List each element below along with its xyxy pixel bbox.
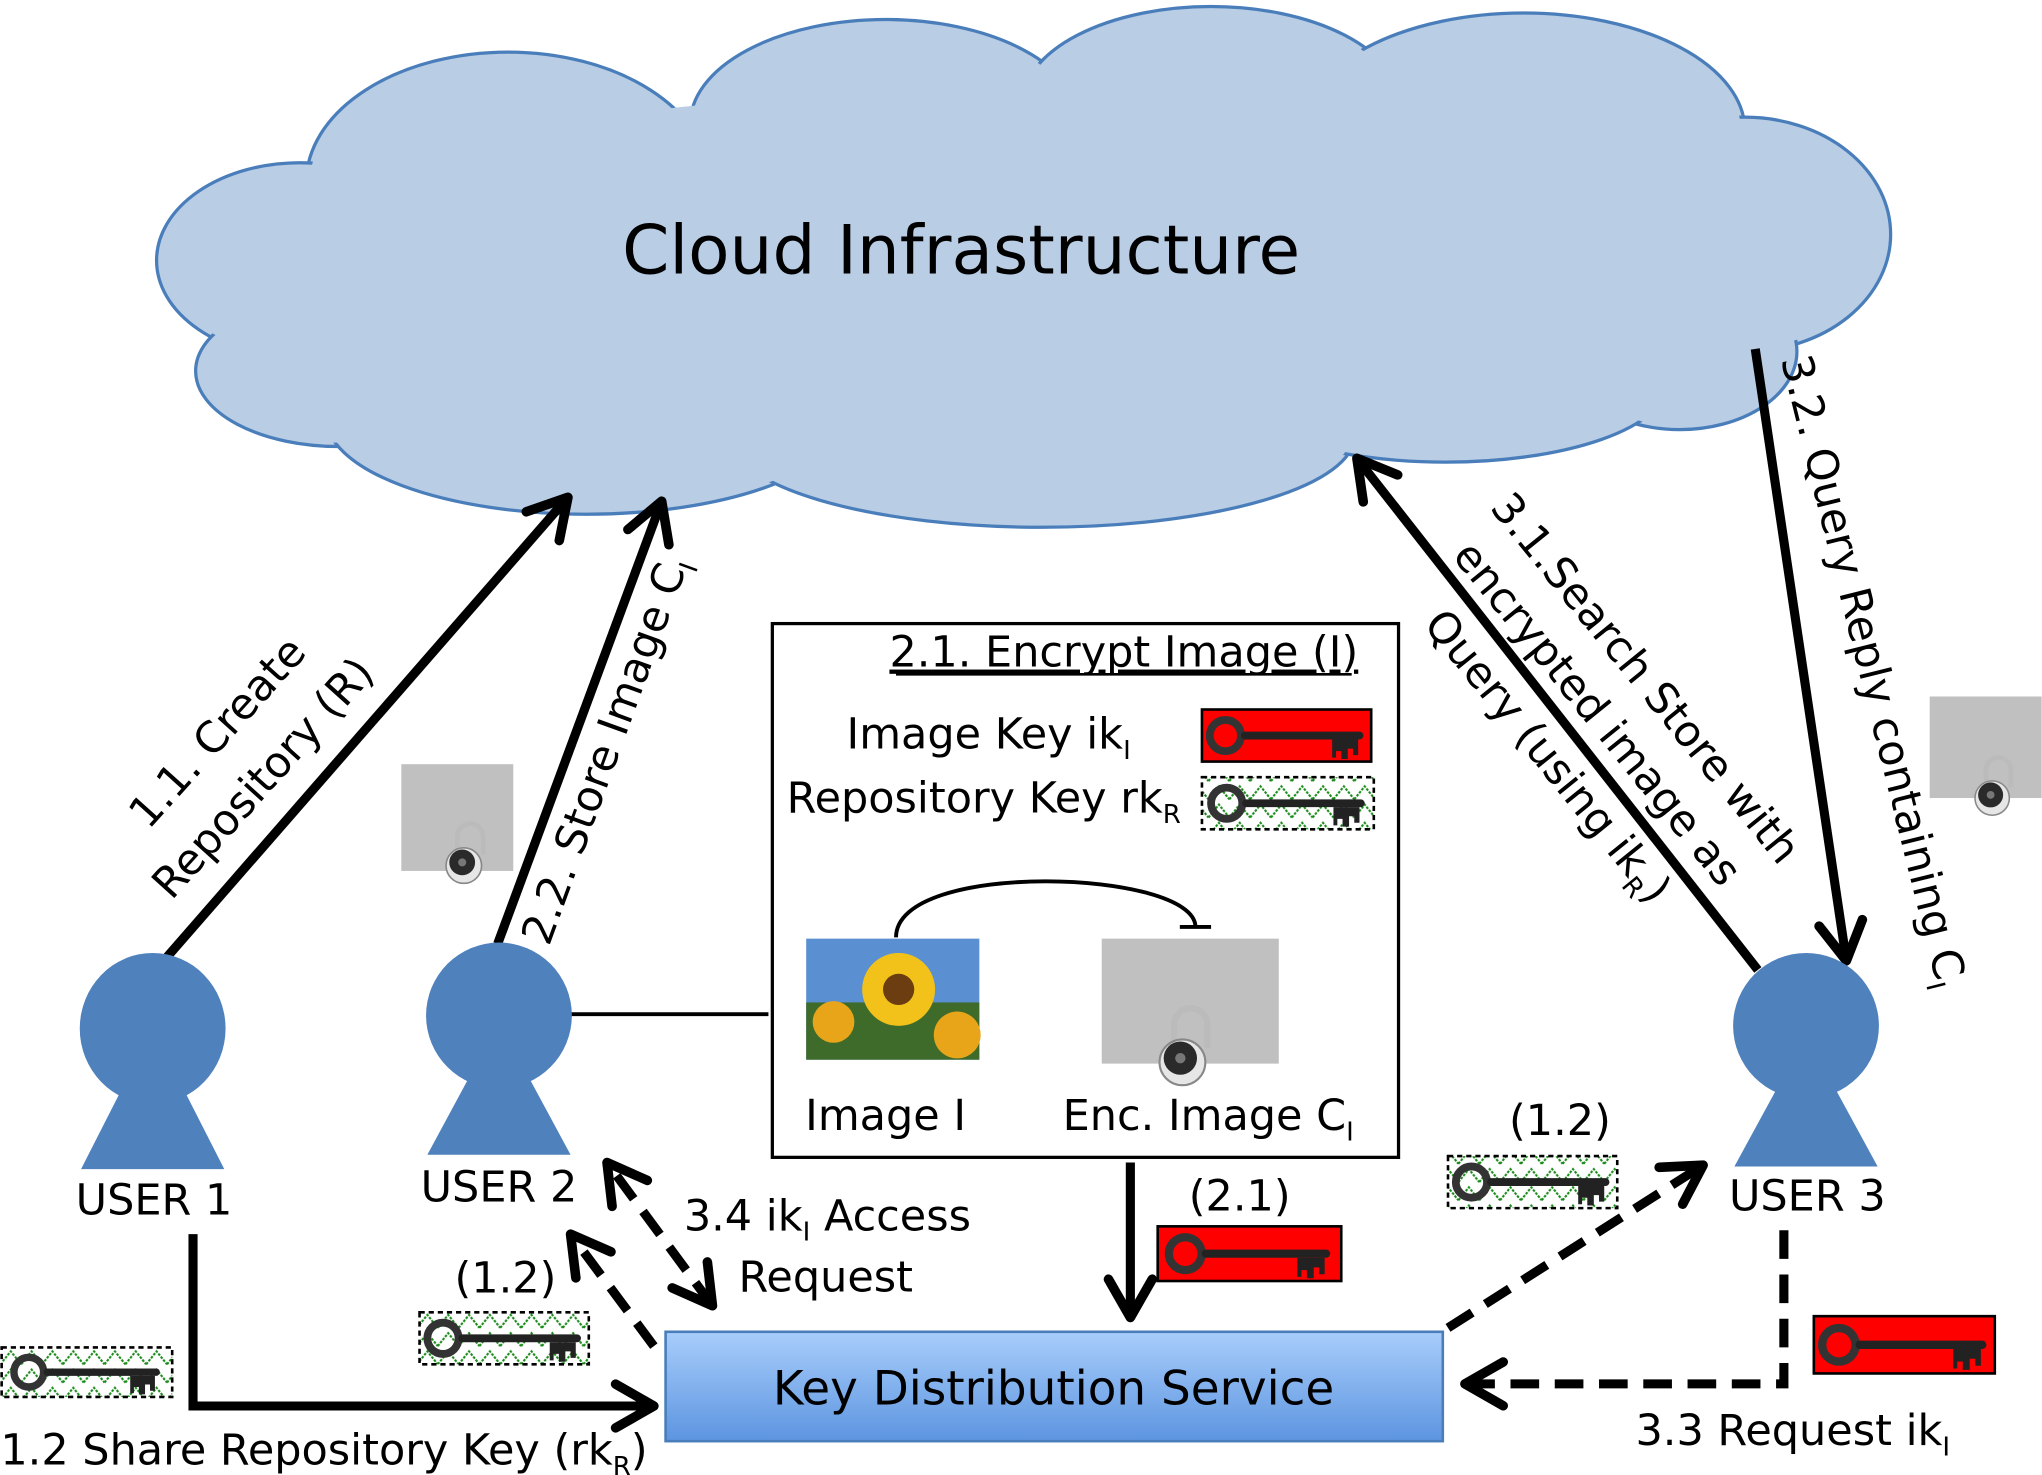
arrow-search-store	[1352, 453, 1762, 973]
padlock-user3	[1929, 696, 2042, 815]
tag-kds: (2.1)	[1189, 1172, 1291, 1222]
image-key-user3	[1812, 1314, 1997, 1375]
image-label: Image I	[805, 1091, 966, 1141]
tag-user2: (1.2)	[455, 1254, 557, 1304]
user-2[interactable]	[426, 942, 572, 1155]
store-label: 2.2. Store Image CI	[512, 550, 705, 953]
arrow-kds-to-user3	[1445, 1160, 1708, 1332]
repo-key-user1	[0, 1346, 174, 1399]
user-3-label: USER 3	[1729, 1172, 1886, 1222]
repo-key-user3	[1446, 1154, 1619, 1210]
user-3[interactable]	[1733, 952, 1879, 1167]
encrypt-box-title: 2.1. Encrypt Image (I)	[889, 628, 1358, 678]
image-key-icon	[1200, 708, 1373, 763]
image-key-label: Image Key ikI	[847, 710, 1131, 766]
sunflower-image	[806, 938, 981, 1060]
tag-user3: (1.2)	[1509, 1096, 1611, 1146]
arrows	[155, 348, 1868, 1433]
arrow-query-reply	[1750, 348, 1868, 966]
enc-image-label: Enc. Image CI	[1063, 1091, 1354, 1147]
cloud-label: Cloud Infrastructure	[622, 210, 1300, 289]
arrow-request-ik	[1460, 1230, 1789, 1411]
kds-label: Key Distribution Service	[773, 1363, 1334, 1417]
access-label-1: 3.4 ikI Access	[684, 1191, 971, 1247]
reply-label: 3.2. Query Reply containing CI	[1764, 350, 1976, 994]
user-1[interactable]	[79, 952, 226, 1170]
arrow-access-request	[602, 1157, 718, 1311]
user-1-label: USER 1	[76, 1176, 233, 1226]
encrypt-image-box: 2.1. Encrypt Image (I) Image Key ikI Rep…	[770, 621, 1401, 1159]
key-distribution-service[interactable]: Key Distribution Service	[664, 1330, 1445, 1443]
repo-key-icon	[1200, 775, 1376, 831]
repo-key-user2	[418, 1310, 591, 1366]
padlock-user2	[401, 764, 514, 883]
encrypted-image	[1101, 938, 1279, 1086]
access-label-2: Request	[738, 1252, 912, 1302]
user-2-label: USER 2	[421, 1163, 578, 1213]
arrow-create-repository	[155, 492, 573, 969]
arrow-store-image	[493, 496, 674, 946]
image-key-kds	[1156, 1225, 1343, 1283]
arrow-share-repo-key	[188, 1234, 659, 1433]
repo-key-label: Repository Key rkR	[787, 773, 1181, 829]
request-label: 3.3 Request ikI	[1635, 1406, 1950, 1462]
share-label: 1.2 Share Repository Key (rkR)	[0, 1426, 647, 1475]
encrypt-curve-arrow	[894, 879, 1198, 938]
cloud: Cloud Infrastructure	[154, 4, 1893, 529]
